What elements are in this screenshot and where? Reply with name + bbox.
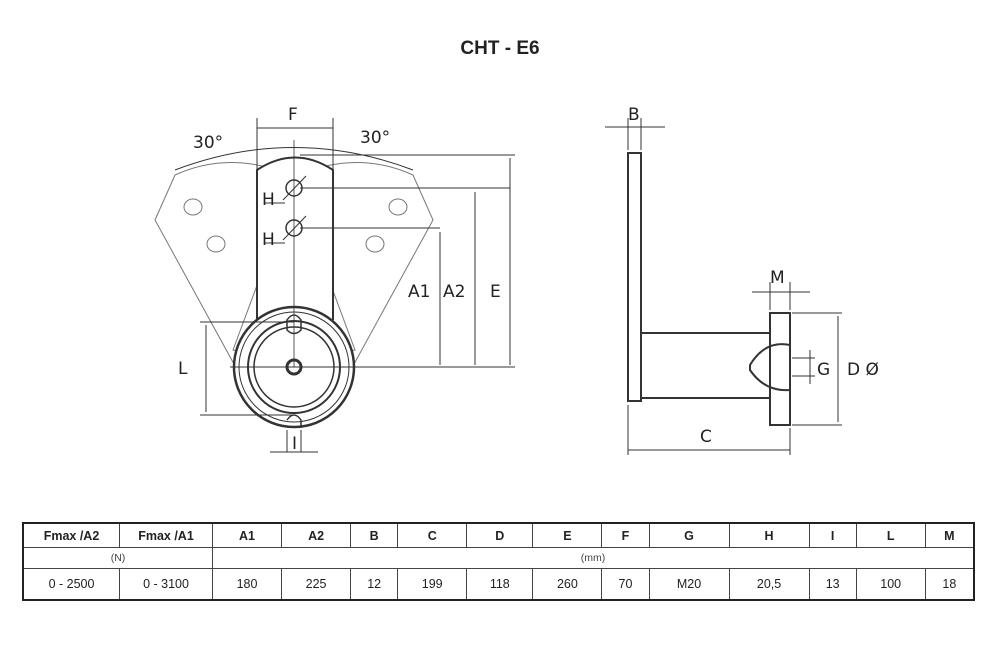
values-row: 0 - 2500 0 - 3100 180 225 12 199 118 260… xyxy=(22,568,975,601)
label-c: C xyxy=(700,427,712,447)
flange xyxy=(769,312,791,426)
value-cell: 0 - 3100 xyxy=(119,568,213,601)
label-b: B xyxy=(628,105,640,125)
value-cell: 260 xyxy=(532,568,603,601)
value-cell: 180 xyxy=(211,568,283,601)
value-cell: 13 xyxy=(808,568,857,601)
front-view xyxy=(154,118,515,453)
value-cell: 18 xyxy=(924,568,975,601)
value-cell: 0 - 2500 xyxy=(22,568,120,601)
value-cell: 12 xyxy=(350,568,399,601)
header-row: Fmax /A2 Fmax /A1 A1 A2 B C D E F G H I … xyxy=(22,522,975,548)
value-cell: M20 xyxy=(648,568,730,601)
header-cell: A2 xyxy=(281,522,352,548)
value-cell: 225 xyxy=(281,568,352,601)
header-cell: C xyxy=(397,522,468,548)
header-cell: D xyxy=(466,522,534,548)
value-cell: 199 xyxy=(397,568,468,601)
header-cell: E xyxy=(532,522,603,548)
label-d: D Ø xyxy=(847,360,879,380)
value-cell: 118 xyxy=(466,568,534,601)
technical-drawing: F 30° 30° H H A1 A2 E L I B M G D Ø C xyxy=(154,105,879,455)
label-h2: H xyxy=(262,230,275,250)
value-cell: 100 xyxy=(855,568,926,601)
header-cell: L xyxy=(855,522,926,548)
drawing-title: CHT - E6 xyxy=(460,38,540,59)
side-plate xyxy=(627,152,642,402)
header-cell: M xyxy=(924,522,975,548)
header-cell: Fmax /A2 xyxy=(22,522,120,548)
header-cell: F xyxy=(601,522,650,548)
unit-force: (N) xyxy=(22,547,213,569)
header-cell: G xyxy=(648,522,730,548)
label-f: F xyxy=(288,105,298,125)
value-cell: 70 xyxy=(601,568,650,601)
label-angle-right: 30° xyxy=(360,128,390,148)
header-cell: A1 xyxy=(211,522,283,548)
label-a2: A2 xyxy=(443,282,465,302)
dimensions-table: Fmax /A2 Fmax /A1 A1 A2 B C D E F G H I … xyxy=(22,522,975,601)
value-cell: 20,5 xyxy=(728,568,810,601)
label-h1: H xyxy=(262,190,275,210)
label-m: M xyxy=(770,268,785,288)
label-i: I xyxy=(292,434,297,454)
side-view xyxy=(605,118,842,455)
label-a1: A1 xyxy=(408,282,430,302)
label-g: G xyxy=(817,360,830,380)
center-plate xyxy=(256,156,334,320)
header-cell: B xyxy=(350,522,399,548)
units-row: (N) (mm) xyxy=(22,547,975,569)
header-cell: H xyxy=(728,522,810,548)
header-cell: I xyxy=(808,522,857,548)
label-e: E xyxy=(490,282,501,302)
header-cell: Fmax /A1 xyxy=(119,522,213,548)
unit-length: (mm) xyxy=(212,547,975,569)
label-angle-left: 30° xyxy=(193,133,223,153)
label-l: L xyxy=(178,359,188,379)
